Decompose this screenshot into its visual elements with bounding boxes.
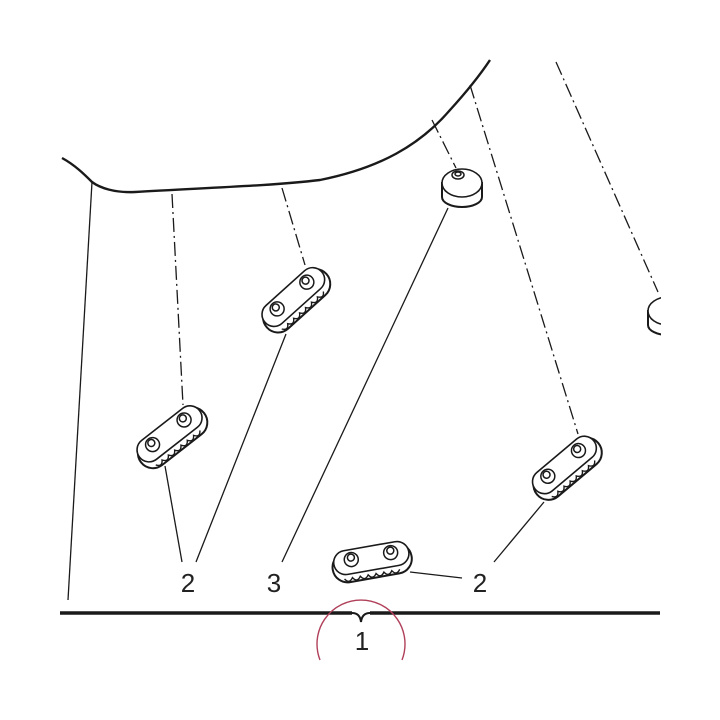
callout-assembly: 1 xyxy=(355,626,369,656)
device-outline xyxy=(61,59,491,194)
leader-pad-right xyxy=(493,501,545,563)
callout-foot: 3 xyxy=(267,568,281,598)
dash-pad-mid xyxy=(281,187,306,266)
leader-foot xyxy=(281,207,449,563)
highlight-circle xyxy=(316,599,406,661)
callout-pad-bottom: 2 xyxy=(473,568,487,598)
callout-pad-left: 2 xyxy=(181,568,195,598)
dash-foot-edge xyxy=(555,61,659,293)
leader-pad-left-a xyxy=(164,465,183,563)
assembly-brace-notch xyxy=(351,612,371,623)
leader-assembly-left xyxy=(67,181,93,601)
rubber-pad-left xyxy=(136,405,209,470)
rubber-pad-right xyxy=(531,435,603,501)
dash-foot xyxy=(431,119,457,169)
dash-pad-right xyxy=(469,84,579,435)
dash-pad-left xyxy=(171,193,184,406)
leader-pad-left-b xyxy=(195,333,287,563)
rubber-pad-middle xyxy=(261,266,332,334)
round-foot xyxy=(441,168,483,208)
leader-pad-bottom xyxy=(409,571,463,579)
rubber-pad-bottom xyxy=(331,540,413,584)
